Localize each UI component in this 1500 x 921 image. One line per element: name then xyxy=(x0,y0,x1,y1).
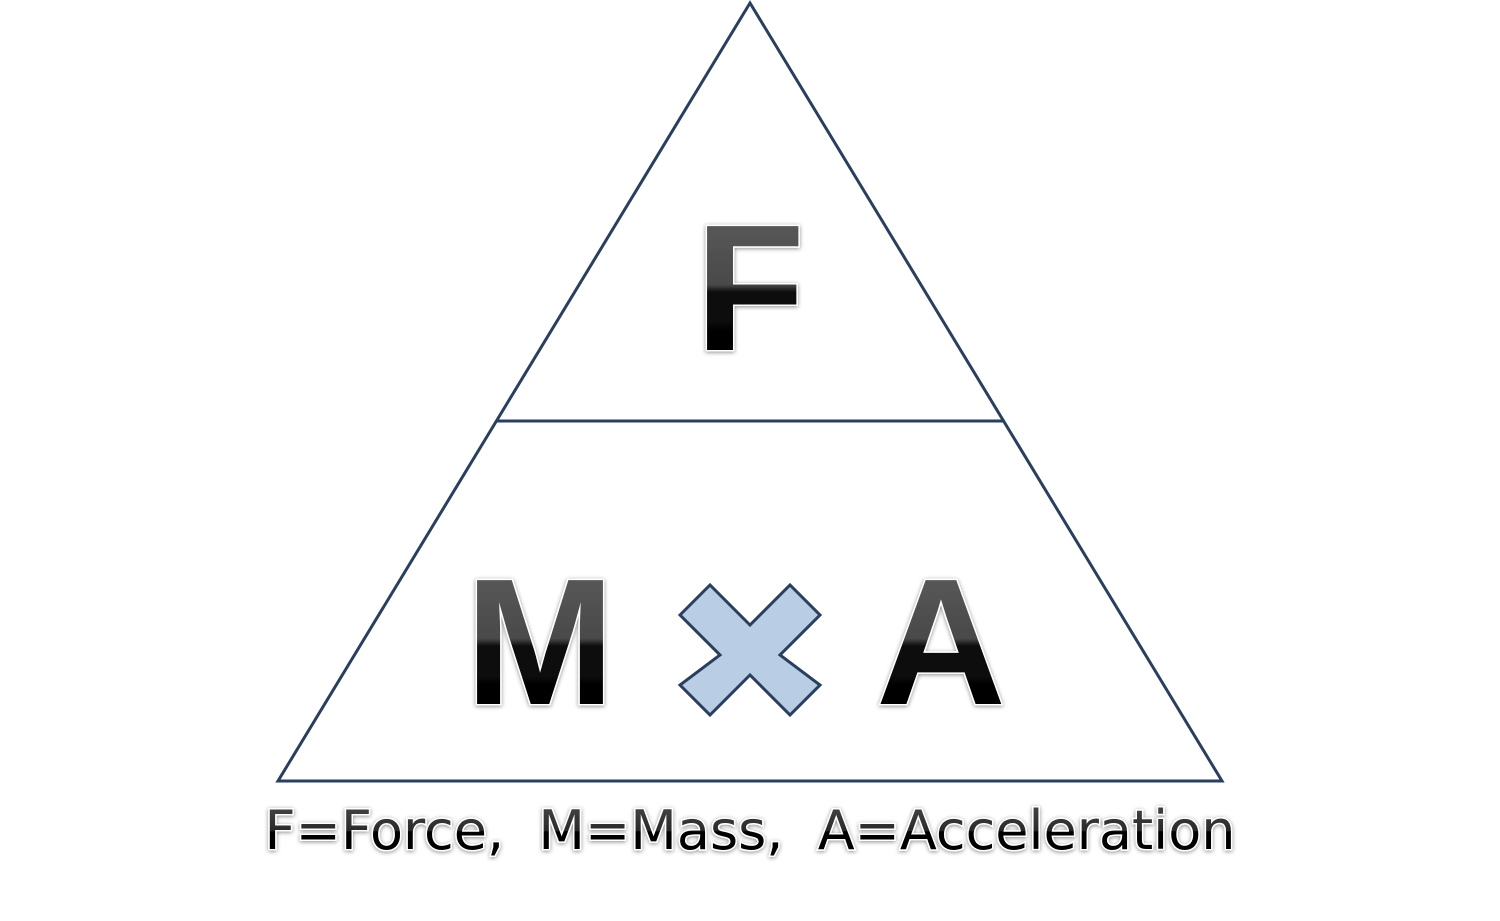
multiply-icon xyxy=(677,582,823,718)
force-variable: F xyxy=(695,188,805,389)
mass-variable: M xyxy=(465,542,615,743)
triangle-outline xyxy=(275,0,1225,783)
acceleration-variable: A xyxy=(876,542,1006,743)
variable-legend: F=Force, M=Mass, A=Acceleration xyxy=(265,799,1236,862)
